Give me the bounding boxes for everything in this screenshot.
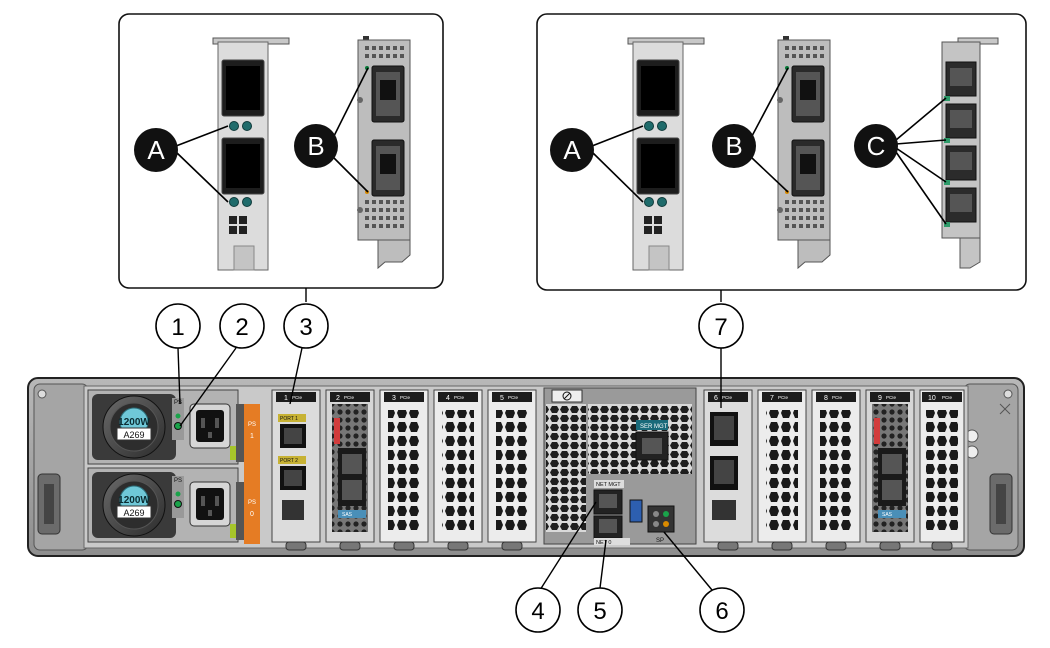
psu-top-wattage: 1200W (118, 417, 150, 428)
callout-2-label: 2 (235, 314, 248, 341)
callout-3: 3 (283, 303, 329, 405)
port-1-label: PORT 1 (280, 416, 298, 422)
slot-1-tag: PCIe (292, 395, 303, 400)
callout-1: 1 (155, 303, 201, 405)
detail-box-left: A B (118, 13, 444, 289)
slot-10-number: 10 (928, 395, 936, 402)
pcie-slot-9[interactable]: 9 PCIe SAS (865, 389, 915, 543)
slot-9-number: 9 (878, 395, 882, 402)
net0-port[interactable]: NET 0 (593, 515, 630, 546)
letter-a-label: A (147, 135, 165, 165)
callout-2: 2 (179, 303, 265, 427)
psu-bottom[interactable]: 1200W A269 PS (87, 467, 244, 543)
callout-1-label: 1 (171, 314, 184, 341)
slot-9-sas-label: SAS (882, 512, 893, 518)
pcie-slot-10[interactable]: 10 PCIe (919, 389, 965, 543)
psu-bottom-led-label: PS (174, 478, 182, 484)
port-2-label: PORT 2 (280, 458, 298, 464)
net-mgt-label: NET MGT (596, 482, 621, 488)
letter-b-right: B (712, 67, 789, 193)
slot-7-tag: PCIe (778, 395, 789, 400)
pcie-slot-1[interactable]: 1 PCIe PORT 1 PORT 2 (271, 389, 321, 543)
slot-2-sas-label: SAS (342, 512, 353, 518)
letter-c-label: C (867, 131, 886, 161)
slot-5-tag: PCIe (508, 395, 519, 400)
slot-4-number: 4 (446, 395, 450, 402)
slot-4-tag: PCIe (454, 395, 465, 400)
net-mgt-port[interactable]: NET MGT (593, 480, 624, 515)
psu-side-tabs: PS 1 PS 0 (230, 404, 260, 544)
slot-2-number: 2 (336, 395, 340, 402)
pcie-slot-2[interactable]: 2 PCIe SAS (325, 389, 375, 543)
letter-a-right: A (550, 125, 644, 203)
letter-b-label: B (725, 131, 742, 161)
pcie-slot-8[interactable]: 8 PCIe (811, 389, 861, 543)
slot-latches (285, 541, 953, 551)
slot-6-tag: PCIe (722, 395, 733, 400)
callout-6: 6 (663, 531, 745, 633)
slot-6-number: 6 (714, 395, 718, 402)
pcie-card-b-right (777, 36, 831, 270)
psu-top-model: A269 (123, 430, 144, 440)
slot-9-tag: PCIe (886, 395, 897, 400)
pcie-card-a-left (212, 37, 290, 271)
psu-bottom-side-label: PS (248, 500, 256, 506)
letter-a-label: A (563, 135, 581, 165)
psu-bottom-model: A269 (123, 508, 144, 518)
pcie-card-b-left (357, 36, 411, 270)
callout-4: 4 (515, 501, 597, 633)
callout-5-label: 5 (593, 598, 606, 625)
sp-status-panel: SP (647, 505, 675, 544)
psu-top-side-label: PS (248, 422, 256, 428)
pcie-slot-3[interactable]: 3 PCIe (379, 389, 429, 543)
slot-2-tag: PCIe (344, 395, 355, 400)
pcie-slot-6[interactable]: 6 PCIe (703, 389, 753, 543)
letter-b-left: B (294, 67, 369, 193)
letter-c-right: C (854, 97, 947, 225)
pcie-slot-5[interactable]: 5 PCIe (487, 389, 537, 543)
pcie-card-a-right (627, 37, 705, 271)
slot-1-number: 1 (284, 395, 288, 402)
management-panel: SER MGT NET MGT NET 0 SP (543, 387, 697, 546)
psu-top[interactable]: 1200W A269 PS (87, 389, 244, 465)
ser-mgt-label: SER MGT (640, 424, 668, 430)
psu-top-led-label: PS (174, 400, 182, 406)
pcie-slot-4[interactable]: 4 PCIe (433, 389, 483, 543)
slot-5-number: 5 (500, 395, 504, 402)
slot-7-number: 7 (770, 395, 774, 402)
slot-10-tag: PCIe (942, 395, 953, 400)
slot-8-tag: PCIe (832, 395, 843, 400)
pcie-card-c-right (941, 37, 999, 269)
sp-label: SP (656, 538, 664, 544)
psu-top-side-number: 1 (250, 433, 254, 440)
callout-7-label: 7 (714, 314, 727, 341)
letter-a-left: A (134, 125, 229, 203)
letter-b-label: B (307, 131, 324, 161)
detail-box-right: A B C (536, 13, 1027, 291)
callout-7: 7 (698, 303, 744, 408)
callout-5: 5 (577, 539, 623, 633)
callout-6-label: 6 (715, 598, 728, 625)
slot-3-number: 3 (392, 395, 396, 402)
psu-bottom-wattage: 1200W (118, 495, 150, 506)
net0-label: NET 0 (596, 540, 612, 546)
callout-3-label: 3 (299, 314, 312, 341)
callout-4-label: 4 (531, 598, 544, 625)
usb-port[interactable] (629, 499, 643, 523)
slot-8-number: 8 (824, 395, 828, 402)
pcie-slot-7[interactable]: 7 PCIe (757, 389, 807, 543)
slot-3-tag: PCIe (400, 395, 411, 400)
ser-mgt-port[interactable]: SER MGT (635, 420, 669, 461)
psu-bottom-side-number: 0 (250, 511, 254, 518)
